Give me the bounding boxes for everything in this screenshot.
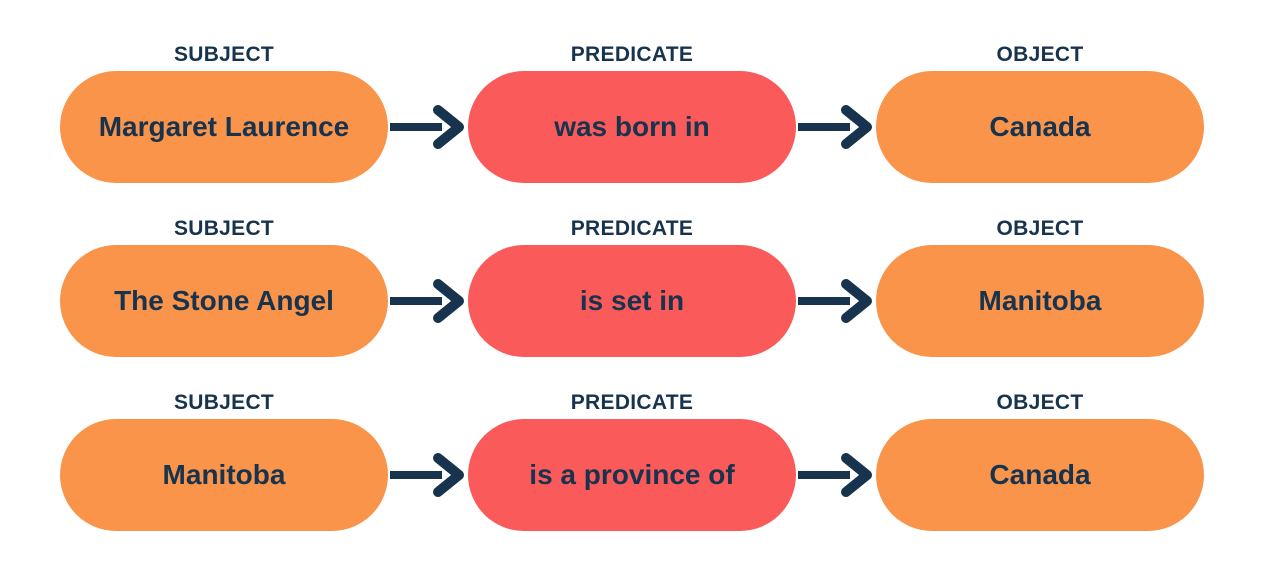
right-arrow-icon (388, 419, 468, 531)
predicate-pill: was born in (468, 71, 796, 183)
predicate-cell: PREDICATE was born in (468, 42, 796, 183)
right-arrow-icon (796, 71, 876, 183)
object-pill: Canada (876, 71, 1204, 183)
predicate-pill: is a province of (468, 419, 796, 531)
object-label: OBJECT (996, 391, 1084, 414)
triples-diagram: SUBJECT Margaret Laurence PREDICATE was … (60, 42, 1271, 531)
right-arrow-icon (388, 245, 468, 357)
object-cell: OBJECT Manitoba (876, 216, 1204, 357)
right-arrow-icon (388, 71, 468, 183)
predicate-cell: PREDICATE is a province of (468, 390, 796, 531)
subject-cell: SUBJECT The Stone Angel (60, 216, 388, 357)
subject-cell: SUBJECT Manitoba (60, 390, 388, 531)
triple-row: SUBJECT Margaret Laurence PREDICATE was … (60, 42, 1271, 183)
object-cell: OBJECT Canada (876, 390, 1204, 531)
subject-pill: The Stone Angel (60, 245, 388, 357)
object-label: OBJECT (996, 217, 1084, 240)
subject-label: SUBJECT (173, 217, 275, 240)
right-arrow-icon (796, 419, 876, 531)
object-pill: Canada (876, 419, 1204, 531)
triple-row: SUBJECT The Stone Angel PREDICATE is set… (60, 216, 1271, 357)
object-cell: OBJECT Canada (876, 42, 1204, 183)
subject-pill: Manitoba (60, 419, 388, 531)
predicate-label: PREDICATE (570, 217, 694, 240)
object-pill: Manitoba (876, 245, 1204, 357)
object-label: OBJECT (996, 43, 1084, 66)
subject-pill: Margaret Laurence (60, 71, 388, 183)
predicate-pill: is set in (468, 245, 796, 357)
triple-row: SUBJECT Manitoba PREDICATE is a province… (60, 390, 1271, 531)
subject-label: SUBJECT (173, 391, 275, 414)
subject-cell: SUBJECT Margaret Laurence (60, 42, 388, 183)
predicate-label: PREDICATE (570, 391, 694, 414)
predicate-label: PREDICATE (570, 43, 694, 66)
subject-label: SUBJECT (173, 43, 275, 66)
right-arrow-icon (796, 245, 876, 357)
predicate-cell: PREDICATE is set in (468, 216, 796, 357)
